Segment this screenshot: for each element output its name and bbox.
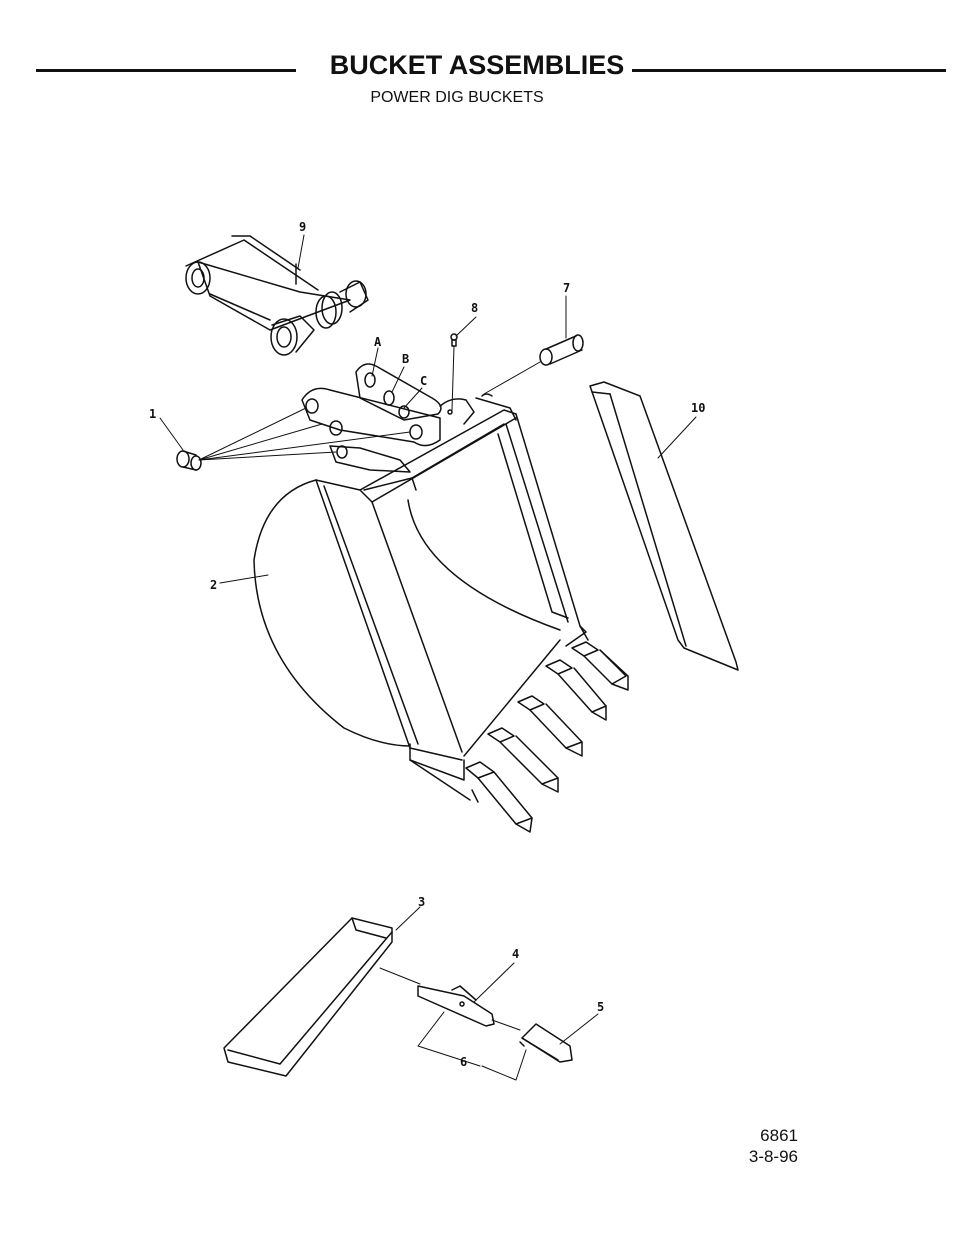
callout-8: 8 — [471, 301, 478, 315]
drawing-date: 3-8-96 — [748, 1147, 798, 1166]
callout-4: 4 — [512, 947, 519, 961]
tooth-point-part — [519, 1023, 573, 1063]
tooth-5 — [465, 761, 533, 833]
callout-9: 9 — [299, 220, 306, 234]
leader-lines — [159, 234, 697, 1081]
callout-1: 1 — [149, 407, 156, 421]
tooth-4 — [487, 727, 559, 793]
header-rule-left — [36, 69, 296, 72]
tooth-3 — [517, 695, 583, 757]
callout-2: 2 — [210, 578, 217, 592]
h-link-part — [185, 235, 369, 356]
callout-B: B — [402, 352, 409, 366]
header-rule-right — [620, 69, 946, 72]
callout-A: A — [374, 335, 382, 349]
pin-part — [483, 334, 584, 395]
bucket-body-part — [253, 409, 589, 801]
adapter-part — [417, 985, 521, 1031]
page-title-text: BUCKET ASSEMBLIES — [321, 50, 633, 80]
callout-5: 5 — [597, 1000, 604, 1014]
callout-7: 7 — [563, 281, 570, 295]
bucket-teeth-row — [465, 641, 629, 833]
tooth-1 — [571, 641, 629, 691]
tooth-2 — [545, 659, 607, 721]
side-cutter-part — [589, 381, 739, 671]
callout-6: 6 — [460, 1055, 467, 1069]
callout-10: 10 — [691, 401, 705, 415]
drawing-number: 6861 — [760, 1126, 798, 1145]
page-subtitle: POWER DIG BUCKETS — [370, 89, 544, 106]
grease-fitting-part — [447, 333, 458, 415]
bushing-part — [176, 407, 411, 471]
page-title: BUCKET ASSEMBLIES — [0, 50, 954, 81]
mounting-brackets — [301, 363, 517, 473]
callout-3: 3 — [418, 895, 425, 909]
cutting-edge-part — [223, 917, 421, 1077]
callout-C: C — [420, 374, 427, 388]
